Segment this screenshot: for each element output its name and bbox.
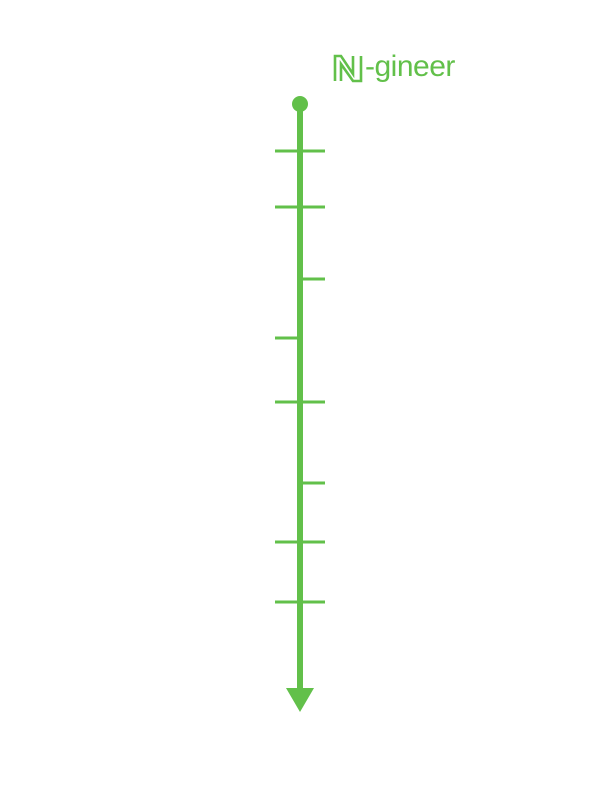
n-logo-icon — [333, 54, 363, 83]
timeline-ticks — [275, 149, 325, 604]
brand-logo: -gineer — [332, 50, 455, 84]
timeline-arrowhead — [286, 688, 314, 712]
brand-name: -gineer — [365, 50, 455, 83]
